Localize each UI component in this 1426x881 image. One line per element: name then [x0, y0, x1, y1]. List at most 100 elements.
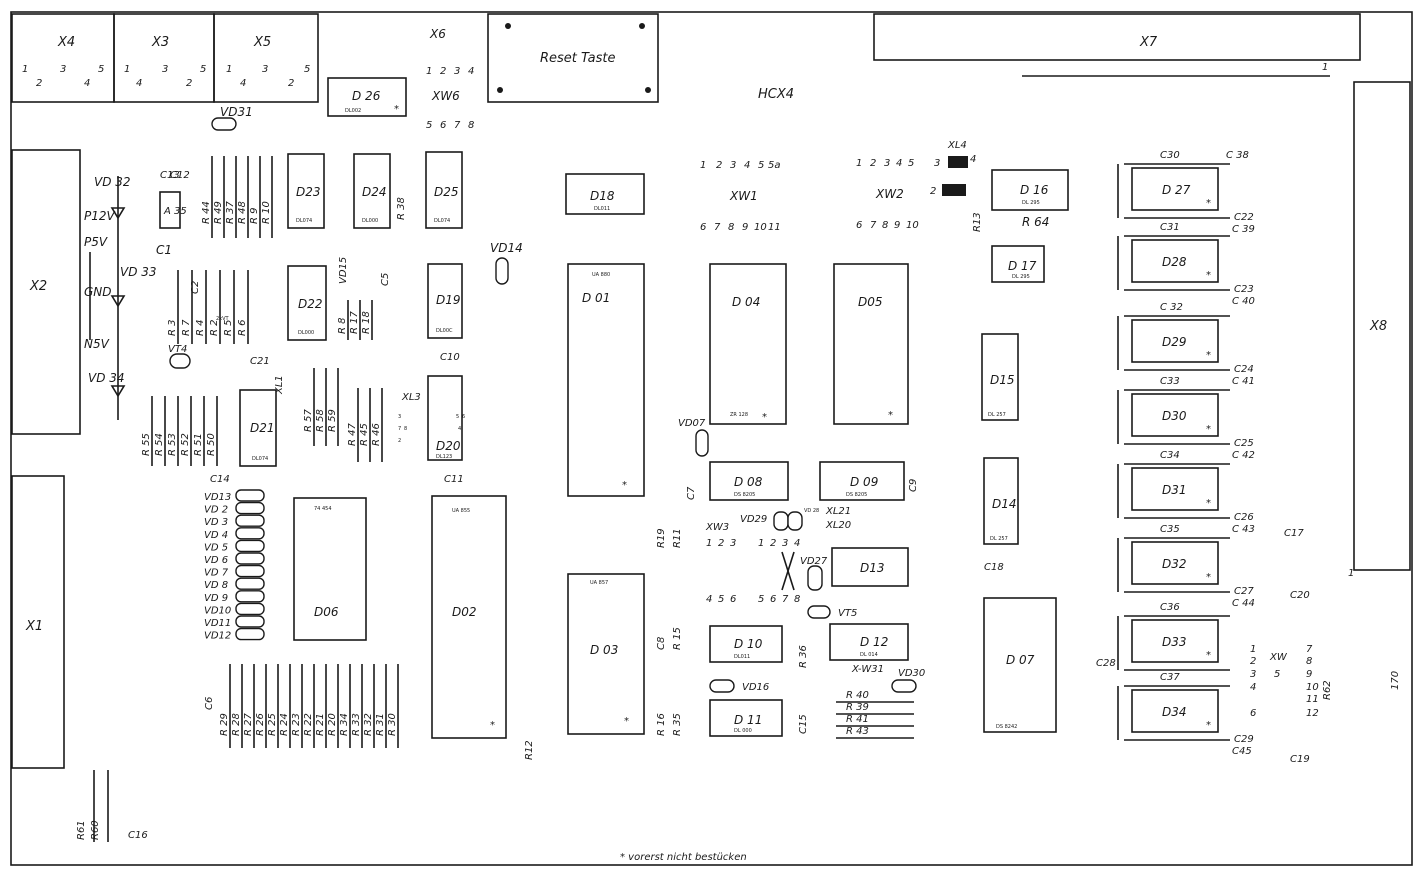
- svg-text:2: 2: [930, 186, 936, 197]
- svg-text:ZR 128: ZR 128: [730, 412, 748, 418]
- svg-text:UA 857: UA 857: [590, 580, 608, 586]
- svg-text:C7: C7: [686, 486, 697, 500]
- diode-vd16: VD16: [709, 679, 769, 693]
- svg-text:D 26: D 26: [352, 89, 381, 103]
- svg-text:D06: D06: [314, 605, 339, 619]
- chip-d06: 74 454 D06: [293, 497, 367, 641]
- capacitor-label: C 32: [1160, 302, 1183, 313]
- svg-text:XL3: XL3: [401, 392, 421, 403]
- board-outline: [10, 11, 1413, 866]
- svg-text:2: 2: [870, 158, 876, 169]
- chip-d15: D15 DL 257: [981, 333, 1019, 421]
- capacitor-label: C 44: [1232, 598, 1255, 609]
- svg-text:C21: C21: [250, 356, 270, 367]
- diode-label: VD 9: [204, 593, 228, 604]
- reset-button-part: Reset Taste: [487, 13, 659, 103]
- svg-text:X7: X7: [1139, 35, 1158, 50]
- svg-text:7: 7: [1306, 644, 1313, 655]
- svg-text:D23: D23: [296, 185, 321, 199]
- resistor-label: R 8: [337, 318, 348, 335]
- svg-text:10: 10: [1306, 682, 1319, 693]
- svg-text:2: 2: [288, 78, 294, 89]
- svg-text:3: 3: [60, 64, 66, 75]
- diode-body: [235, 577, 265, 590]
- jumper-xw: XW 1 2 3 4 5 6 7 8 9 10 11 12 R62: [1250, 644, 1333, 719]
- chip-d22: D22 DL000: [287, 265, 327, 341]
- svg-text:3: 3: [730, 160, 736, 171]
- svg-text:XW6: XW6: [431, 89, 460, 103]
- svg-text:X6: X6: [429, 27, 446, 41]
- svg-text:5: 5: [98, 64, 104, 75]
- svg-text:*: *: [1206, 350, 1211, 361]
- svg-text:2: 2: [718, 538, 724, 549]
- svg-text:D 10: D 10: [734, 637, 763, 651]
- svg-text:X-W31: X-W31: [851, 664, 884, 675]
- svg-text:7: 7: [870, 220, 877, 231]
- connector-x2: X2: [11, 149, 81, 435]
- svg-text:7: 7: [454, 120, 461, 131]
- diode-label: VD10: [204, 605, 231, 616]
- svg-text:C2: C2: [190, 281, 201, 294]
- svg-text:1: 1: [700, 160, 706, 171]
- diode-body: [235, 514, 265, 527]
- diode-label: VD12: [204, 631, 231, 642]
- svg-text:DS 8242: DS 8242: [996, 724, 1017, 730]
- svg-text:4: 4: [706, 594, 712, 605]
- svg-text:C11: C11: [444, 474, 464, 485]
- chip-d09: D 09 DS 8205: [819, 461, 905, 501]
- resistor-label: R 28: [231, 713, 242, 736]
- svg-text:C15: C15: [798, 714, 809, 734]
- connector-x8: X8 1: [1348, 81, 1411, 579]
- svg-text:1: 1: [1250, 644, 1256, 655]
- svg-text:XL1: XL1: [274, 375, 285, 395]
- chip-d13: D13: [831, 547, 909, 587]
- svg-text:8: 8: [404, 426, 407, 432]
- svg-text:3: 3: [454, 66, 460, 77]
- svg-text:P5V: P5V: [84, 235, 108, 249]
- svg-text:1: 1: [706, 538, 712, 549]
- resistor-label: R 55: [141, 433, 152, 456]
- svg-text:6: 6: [730, 594, 736, 605]
- svg-text:X1: X1: [25, 619, 43, 634]
- svg-text:8: 8: [794, 594, 800, 605]
- svg-text:D13: D13: [860, 561, 885, 575]
- svg-text:D 17: D 17: [1008, 259, 1037, 273]
- capacitor-label: C31: [1160, 222, 1180, 233]
- capacitor-label: C34: [1160, 450, 1180, 461]
- svg-text:6: 6: [440, 120, 446, 131]
- chip-d33: D33*C36: [1117, 602, 1230, 671]
- svg-text:DL074: DL074: [252, 456, 268, 462]
- diode-label: VD 3: [204, 517, 228, 528]
- board-name: HCX4: [758, 87, 794, 102]
- connector-x4: X4 1 2 3 4 5: [11, 13, 115, 103]
- svg-text:4: 4: [970, 154, 976, 165]
- svg-text:5: 5: [758, 594, 764, 605]
- svg-text:D32: D32: [1162, 557, 1187, 571]
- svg-text:D22: D22: [298, 297, 323, 311]
- chip-d08: D 08 DS 8205: [709, 461, 789, 501]
- svg-text:11: 11: [768, 222, 781, 233]
- resistor-label: R 29: [219, 713, 230, 736]
- svg-text:R12: R12: [524, 740, 535, 760]
- chip-d26: D 26 DL002 *: [327, 77, 407, 117]
- svg-text:8: 8: [1306, 656, 1312, 667]
- resistor-label: R 44: [201, 201, 212, 224]
- resistor-label: R 49: [213, 201, 224, 224]
- diode-body: [235, 627, 265, 641]
- capacitor-label: C25: [1234, 438, 1254, 449]
- capacitor-label: C 40: [1232, 296, 1255, 307]
- svg-text:8: 8: [882, 220, 888, 231]
- svg-text:4: 4: [468, 66, 474, 77]
- chip-d07: D 07 DS 8242: [983, 597, 1057, 733]
- svg-text:5: 5: [200, 64, 206, 75]
- svg-text:1: 1: [1348, 568, 1354, 579]
- svg-text:DL 014: DL 014: [860, 652, 878, 658]
- resistor-label: R 54: [154, 433, 165, 456]
- svg-text:11: 11: [1306, 694, 1319, 705]
- svg-text:2: 2: [770, 538, 776, 549]
- svg-text:DL074: DL074: [434, 218, 450, 224]
